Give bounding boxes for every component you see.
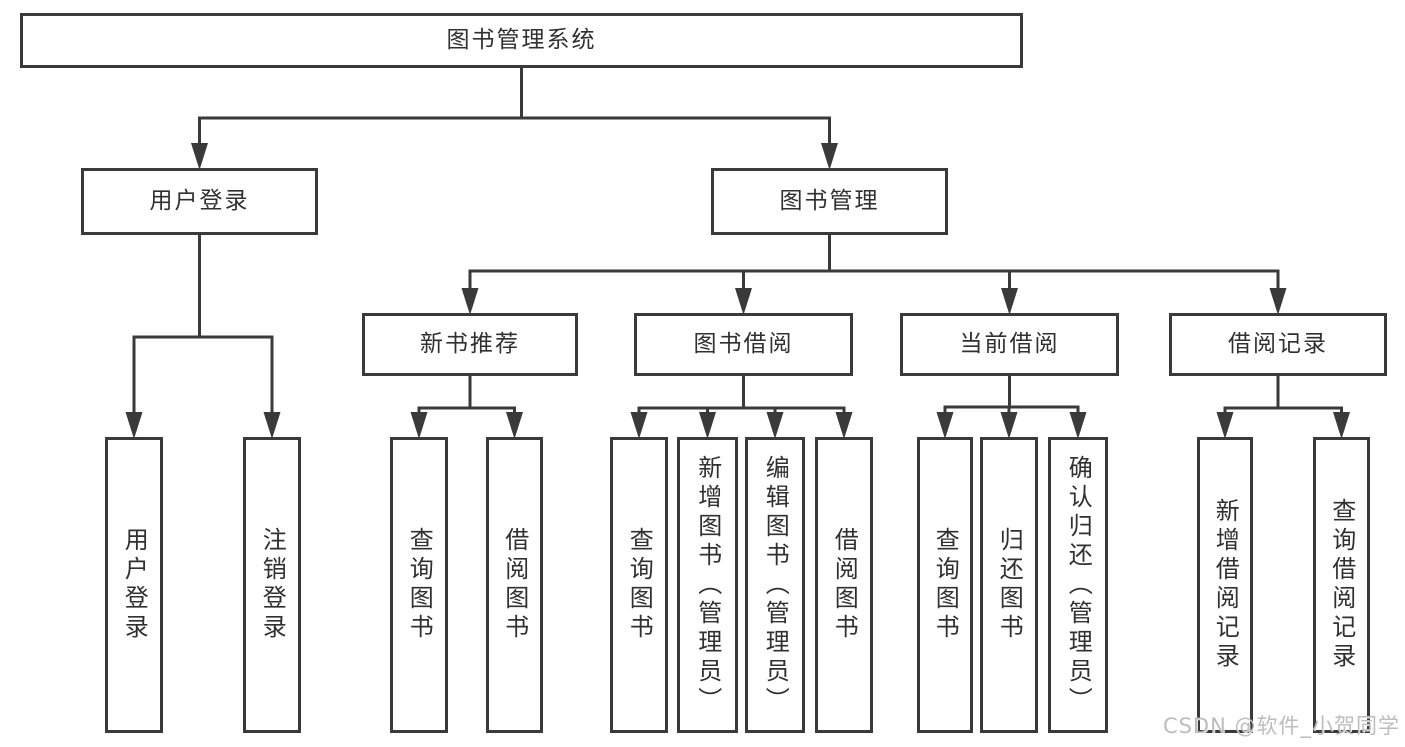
node-user-login: 用户登录 xyxy=(81,168,318,235)
node-nr-borrow: 借阅图书 xyxy=(486,437,543,733)
node-label: 查询图书 xyxy=(931,527,960,643)
node-label: 编辑图书（管理员） xyxy=(761,454,790,716)
node-label: 归还图书 xyxy=(995,527,1024,643)
node-label: 用户登录 xyxy=(149,188,250,215)
node-root: 图书管理系统 xyxy=(20,13,1023,68)
node-current: 当前借阅 xyxy=(900,313,1119,376)
node-label: 查询图书 xyxy=(405,527,434,643)
node-bb-edit: 编辑图书（管理员） xyxy=(745,437,805,733)
node-label: 确认归还（管理员） xyxy=(1064,454,1093,716)
node-nr-query: 查询图书 xyxy=(390,437,448,733)
node-login: 用户登录 xyxy=(105,437,163,733)
node-cb-return: 归还图书 xyxy=(980,437,1038,733)
node-record: 借阅记录 xyxy=(1169,313,1387,376)
node-borrow: 图书借阅 xyxy=(634,313,853,376)
node-label: 借阅图书 xyxy=(830,527,859,643)
node-label: 查询借阅记录 xyxy=(1327,498,1356,672)
node-cb-confirm: 确认归还（管理员） xyxy=(1048,437,1108,733)
node-br-query: 查询借阅记录 xyxy=(1313,437,1370,733)
node-logout: 注销登录 xyxy=(243,437,301,733)
node-label: 新增借阅记录 xyxy=(1211,498,1240,672)
node-bb-borrow: 借阅图书 xyxy=(815,437,873,733)
node-bb-query: 查询图书 xyxy=(610,437,668,733)
node-label: 用户登录 xyxy=(120,527,149,643)
node-label: 借阅图书 xyxy=(500,527,529,643)
node-label: 借阅记录 xyxy=(1228,331,1328,358)
node-cb-query: 查询图书 xyxy=(917,437,973,733)
node-label: 当前借阅 xyxy=(959,331,1060,358)
node-label: 查询图书 xyxy=(625,527,654,643)
node-label: 新书推荐 xyxy=(420,331,520,358)
node-br-add: 新增借阅记录 xyxy=(1197,437,1253,733)
node-label: 图书管理系统 xyxy=(446,27,597,54)
node-label: 注销登录 xyxy=(258,527,287,643)
node-new-rec: 新书推荐 xyxy=(362,313,578,376)
node-label: 图书管理 xyxy=(779,188,880,215)
node-bb-add: 新增图书（管理员） xyxy=(677,437,738,733)
node-book-mgmt: 图书管理 xyxy=(711,168,948,235)
watermark: CSDN @软件_小贺同学 xyxy=(1162,714,1400,738)
node-label: 新增图书（管理员） xyxy=(693,454,722,716)
node-label: 图书借阅 xyxy=(693,331,794,358)
